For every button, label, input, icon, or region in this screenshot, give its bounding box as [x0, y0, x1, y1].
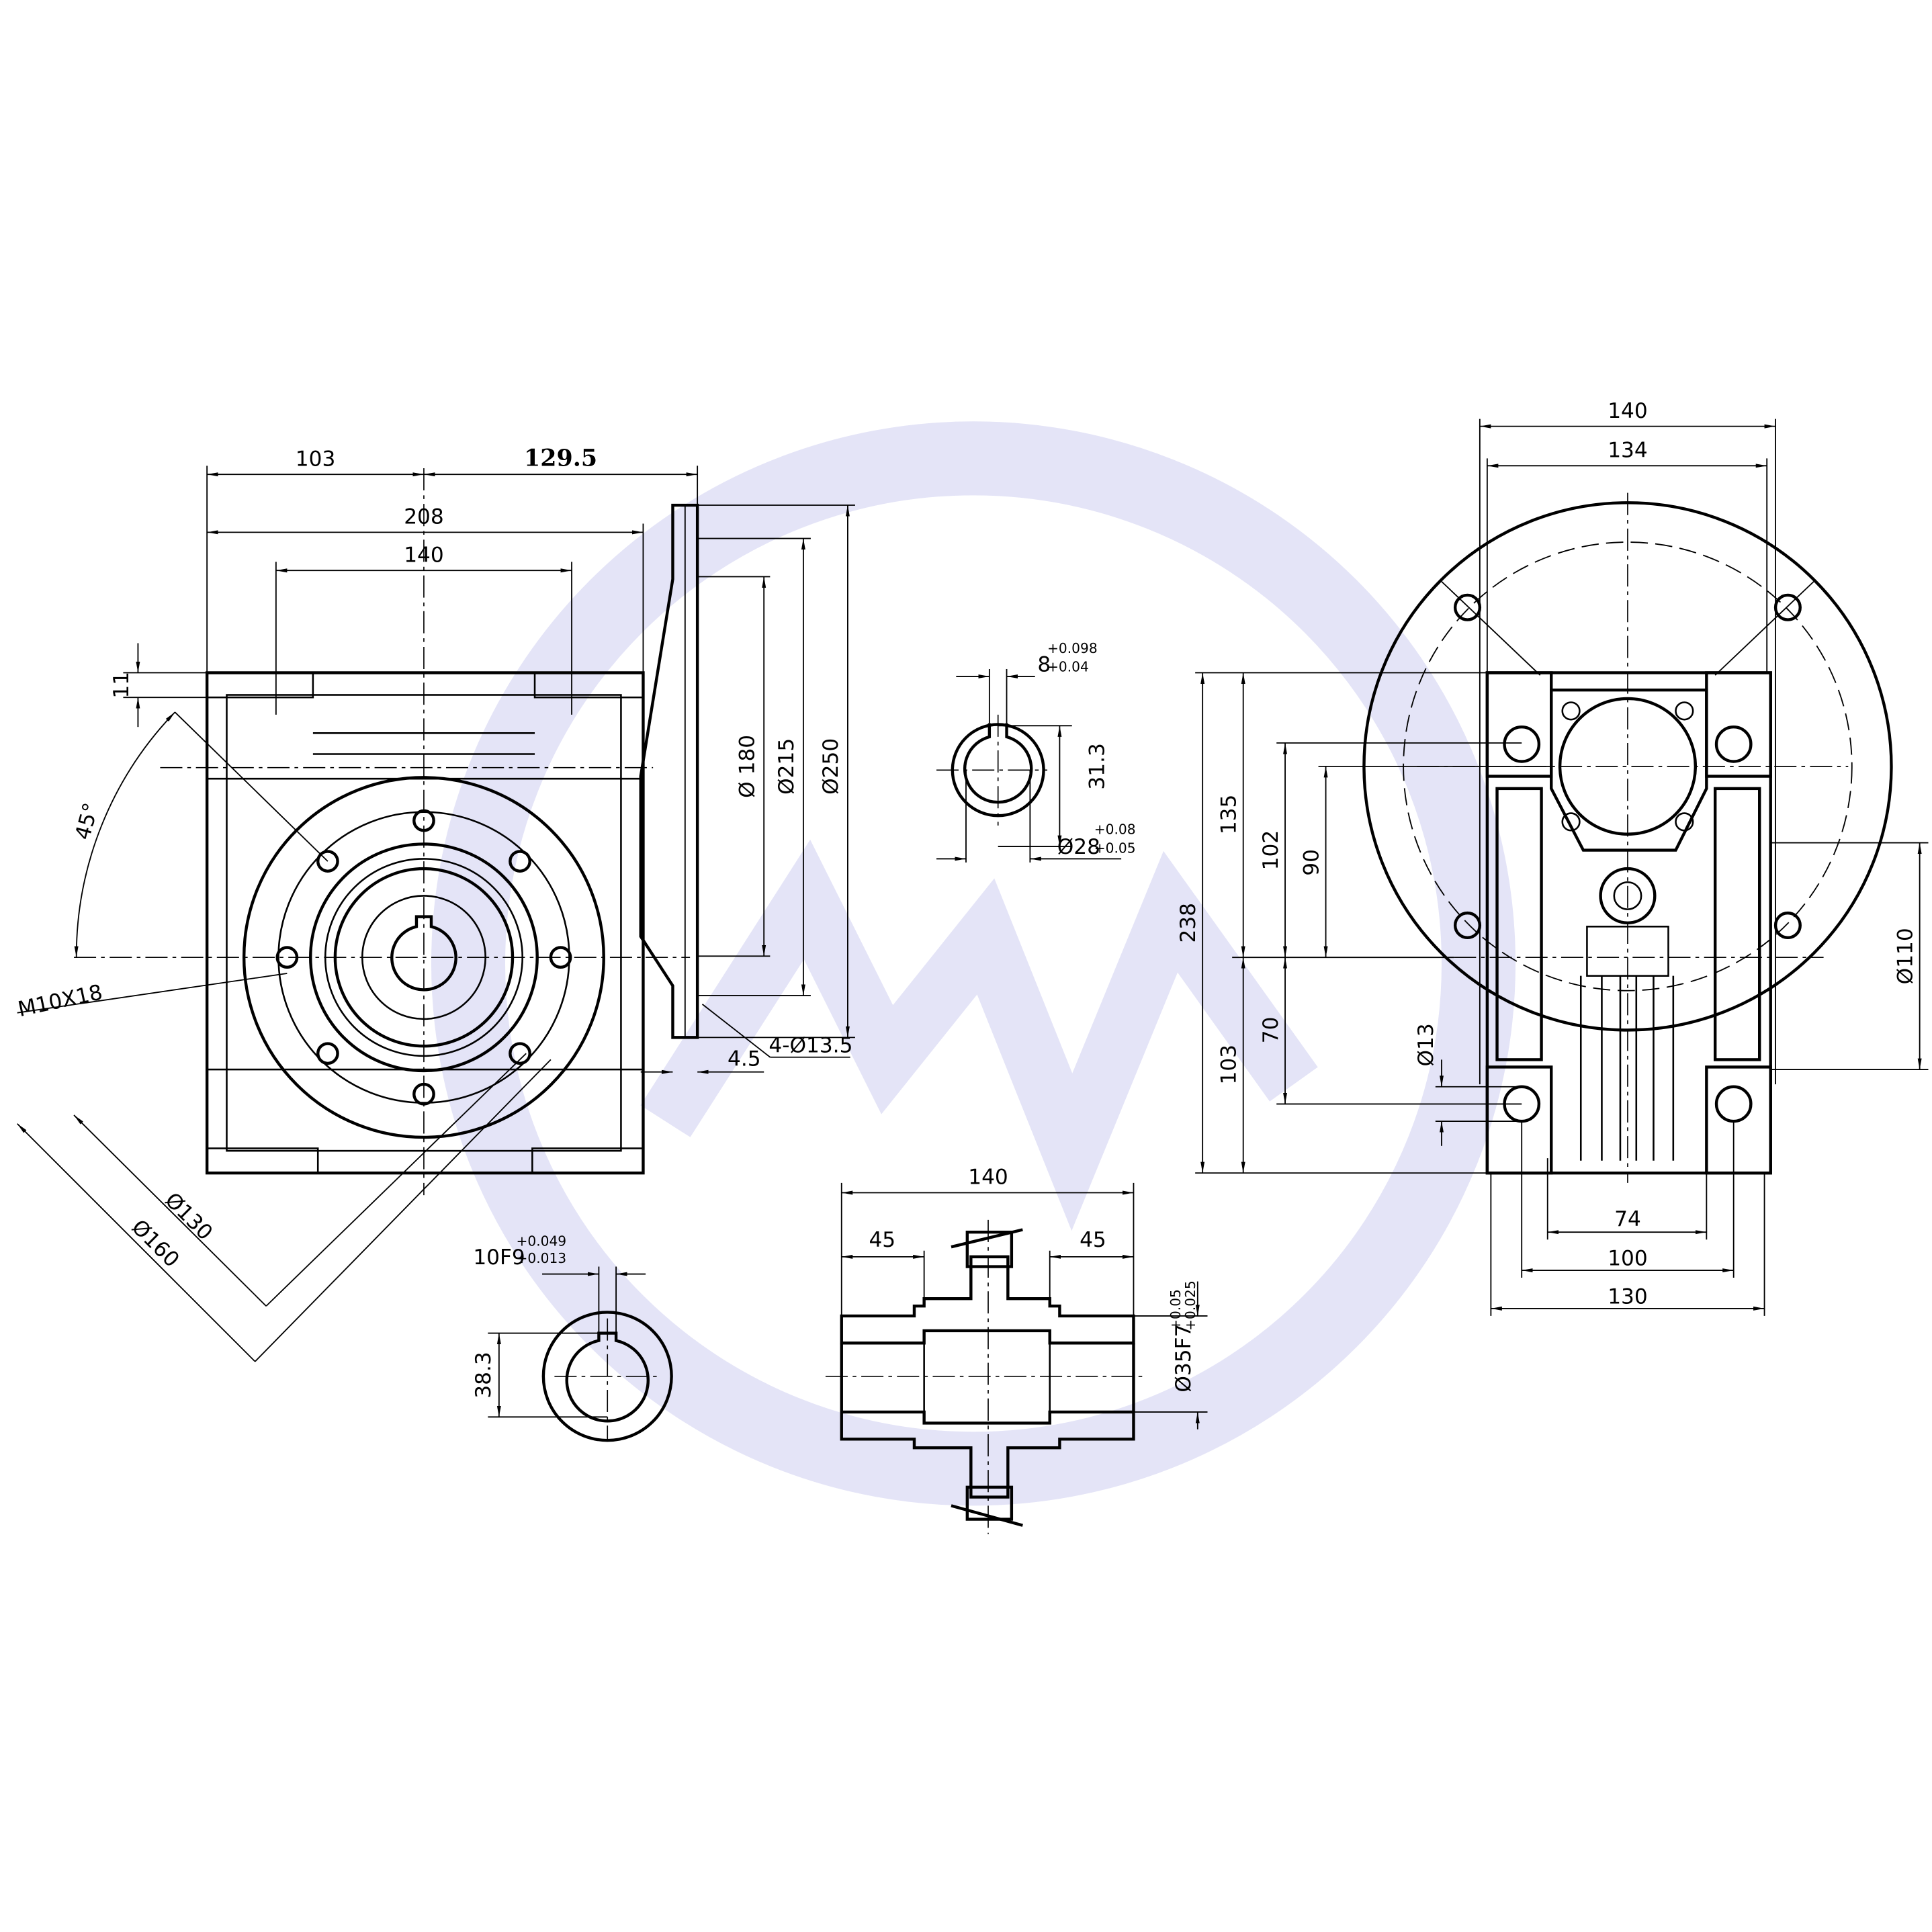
- key-tol-lower: +0.013: [517, 1250, 567, 1266]
- shaft-length: 140: [968, 1166, 1008, 1190]
- key-width: 8: [1037, 653, 1051, 677]
- dim-102: 102: [1259, 830, 1283, 870]
- bore-fit: Ø35F7: [1172, 1324, 1196, 1393]
- dim-90: 90: [1300, 849, 1324, 876]
- dim-4-5: 4.5: [728, 1047, 761, 1071]
- bore-tol-lower: +0.05: [1094, 840, 1136, 856]
- dim-100: 100: [1608, 1247, 1647, 1271]
- key-width: 10F9: [473, 1245, 525, 1270]
- dim-103: 103: [296, 447, 335, 471]
- bore-tol-lower: +0.025: [1182, 1280, 1198, 1331]
- dim-103: 103: [1217, 1045, 1241, 1084]
- dim-208: 208: [404, 505, 444, 529]
- dim-45deg: 45°: [71, 800, 103, 842]
- dim-d180: Ø 180: [736, 735, 760, 798]
- key-depth: 38.3: [472, 1352, 496, 1398]
- dim-d250: Ø250: [819, 738, 843, 795]
- key-tol-upper: +0.098: [1047, 640, 1098, 656]
- side-view: 140 134 238 135 103 102 70 90 Ø13 Ø110 7…: [1176, 399, 1929, 1316]
- input-bore-view: 8 +0.098 +0.04 31.3 Ø28 +0.08 +0.05: [936, 640, 1136, 863]
- dim-238: 238: [1176, 903, 1200, 943]
- output-bore-view: 10F9 +0.049 +0.013 38.3: [472, 1233, 673, 1442]
- dim-4-d13-5: 4-Ø13.5: [769, 1033, 852, 1057]
- dim-135: 135: [1217, 795, 1241, 834]
- thread-m10x18: M10X18: [16, 980, 105, 1022]
- dim-d160: Ø160: [127, 1215, 184, 1272]
- dim-134: 134: [1608, 438, 1647, 462]
- dim-d215: Ø215: [775, 738, 799, 795]
- right-hub: 45: [1080, 1228, 1106, 1252]
- key-tol-lower: +0.04: [1047, 659, 1089, 675]
- dim-11: 11: [109, 672, 134, 699]
- dim-d13: Ø13: [1414, 1023, 1438, 1066]
- dim-130: 130: [1608, 1285, 1647, 1309]
- key-tol-upper: +0.049: [517, 1233, 567, 1249]
- dim-74: 74: [1614, 1207, 1641, 1231]
- dim-140: 140: [404, 543, 444, 567]
- hollow-shaft-section: 140 45 45 Ø35F7 +0.05 +0.025: [825, 1166, 1208, 1534]
- key-depth: 31.3: [1085, 743, 1109, 789]
- dim-d110: Ø110: [1894, 928, 1918, 984]
- circle-w-logo-watermark: [431, 421, 1516, 1506]
- dim-d130: Ø130: [160, 1188, 217, 1245]
- left-hub: 45: [869, 1228, 895, 1252]
- dim-70: 70: [1259, 1017, 1283, 1044]
- bore-tol-upper: +0.05: [1168, 1289, 1184, 1331]
- bore-diameter: Ø28: [1057, 835, 1100, 859]
- dim-140: 140: [1608, 399, 1647, 423]
- bore-tol-upper: +0.08: [1094, 822, 1136, 838]
- dim-129-5: 129.5: [524, 444, 597, 472]
